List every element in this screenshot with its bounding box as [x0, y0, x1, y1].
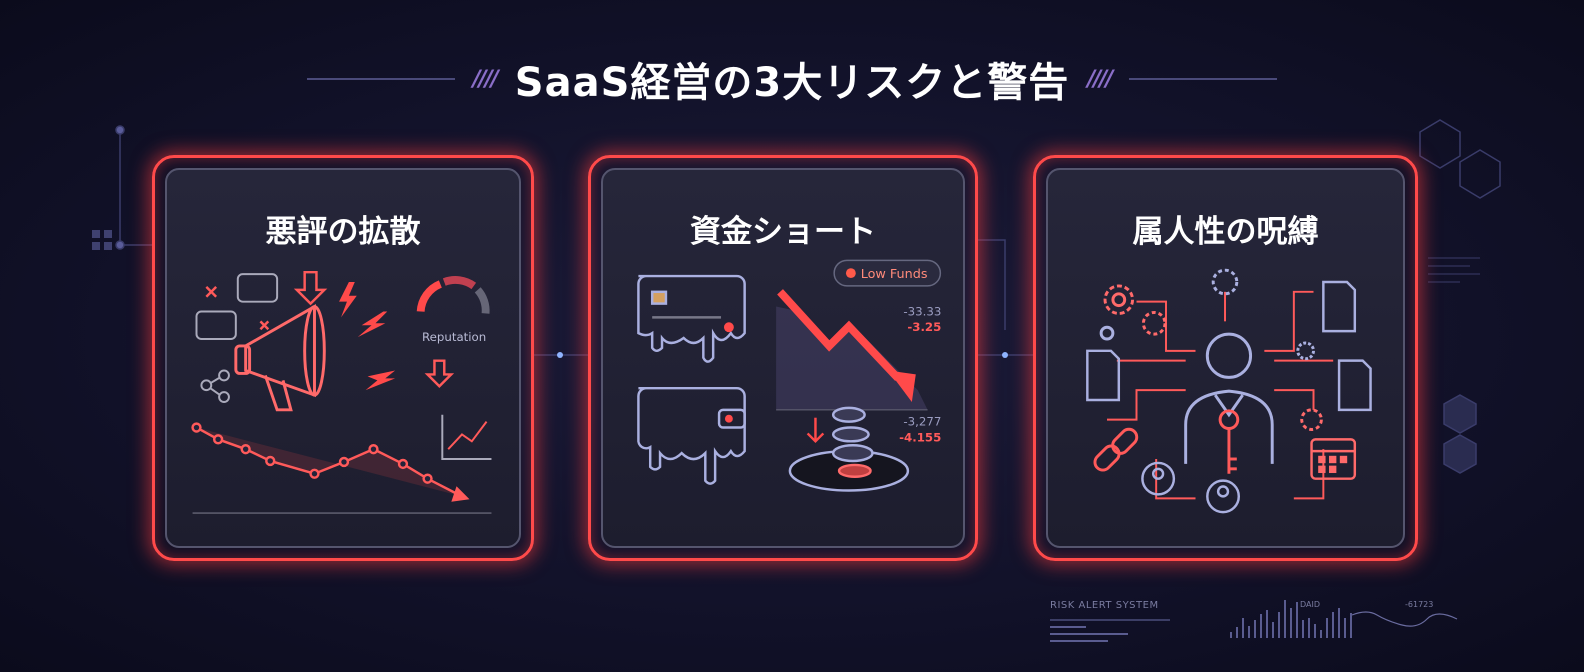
down-arrow-icon: [293, 270, 455, 388]
value-b1: -3.25: [907, 320, 941, 334]
gear-icon: [1103, 284, 1323, 431]
key-icon: [1218, 409, 1240, 474]
trend-up-icon: [441, 414, 492, 460]
title-bar: //// SaaS経営の3大リスクと警告 ////: [0, 50, 1584, 108]
declining-line-chart: [191, 422, 492, 514]
low-funds-badge: [833, 259, 942, 287]
risk-panel-reputation: 悪評の拡散 Reputation: [152, 155, 534, 561]
hud-label: RISK ALERT SYSTEM: [1050, 600, 1159, 611]
x-icon: [205, 286, 270, 331]
hud-bars: [1050, 619, 1170, 642]
decor-slashes: ////: [1087, 66, 1113, 92]
value-b2: -4.155: [899, 430, 941, 444]
hud-left-code: DAID: [1300, 600, 1321, 609]
person-icon: [1184, 332, 1274, 464]
key-person-illustration: [1086, 268, 1372, 514]
chat-x-icon: [195, 273, 279, 341]
risk-panel-cash-shortage: 資金ショート Low Funds -33.33 -3.25 -3,277 -4.…: [588, 155, 978, 561]
reputation-illustration: Reputation: [191, 270, 492, 514]
down-arrow-icon: [806, 417, 825, 444]
connection-lines: [1107, 290, 1334, 500]
panel-title: 悪評の拡散: [265, 214, 421, 250]
hud-right-code: -61723: [1405, 600, 1434, 609]
value-a1: -33.33: [903, 304, 941, 318]
risk-panel-key-person-dependency: 属人性の呪縛: [1033, 155, 1418, 561]
broken-link-icon: [1093, 427, 1139, 472]
panel-title: 資金ショート: [690, 214, 876, 250]
hud-bar-chart: [1230, 600, 1458, 638]
calendar-icon: [1310, 438, 1357, 480]
wallet-icon: [637, 386, 746, 485]
megaphone-icon: [234, 304, 326, 412]
lightning-icon: [339, 282, 396, 391]
gauge-label: Reputation: [422, 330, 486, 344]
divider: [1129, 78, 1278, 80]
user-circle-icon: [1141, 461, 1241, 514]
value-a2: -3,277: [903, 415, 941, 429]
gauge-icon: [416, 276, 490, 314]
falling-arrow-chart: [776, 289, 928, 411]
gear-icon: [1099, 268, 1315, 361]
panel-title: 属人性の呪縛: [1132, 214, 1319, 250]
decor-slashes: ////: [472, 66, 499, 92]
share-icon: [200, 369, 230, 403]
page-title: SaaS経営の3大リスクと警告: [514, 60, 1070, 106]
low-funds-label: Low Funds: [861, 267, 928, 282]
risk-alert-system-hud: RISK ALERT SYSTEM DAID -61723: [1050, 600, 1458, 660]
divider: [306, 78, 455, 80]
cash-shortage-illustration: Low Funds -33.33 -3.25 -3,277 -4.155: [637, 259, 942, 492]
credit-card-icon: [637, 274, 746, 363]
coins-icon: [831, 406, 874, 478]
document-icon: [1086, 280, 1372, 412]
